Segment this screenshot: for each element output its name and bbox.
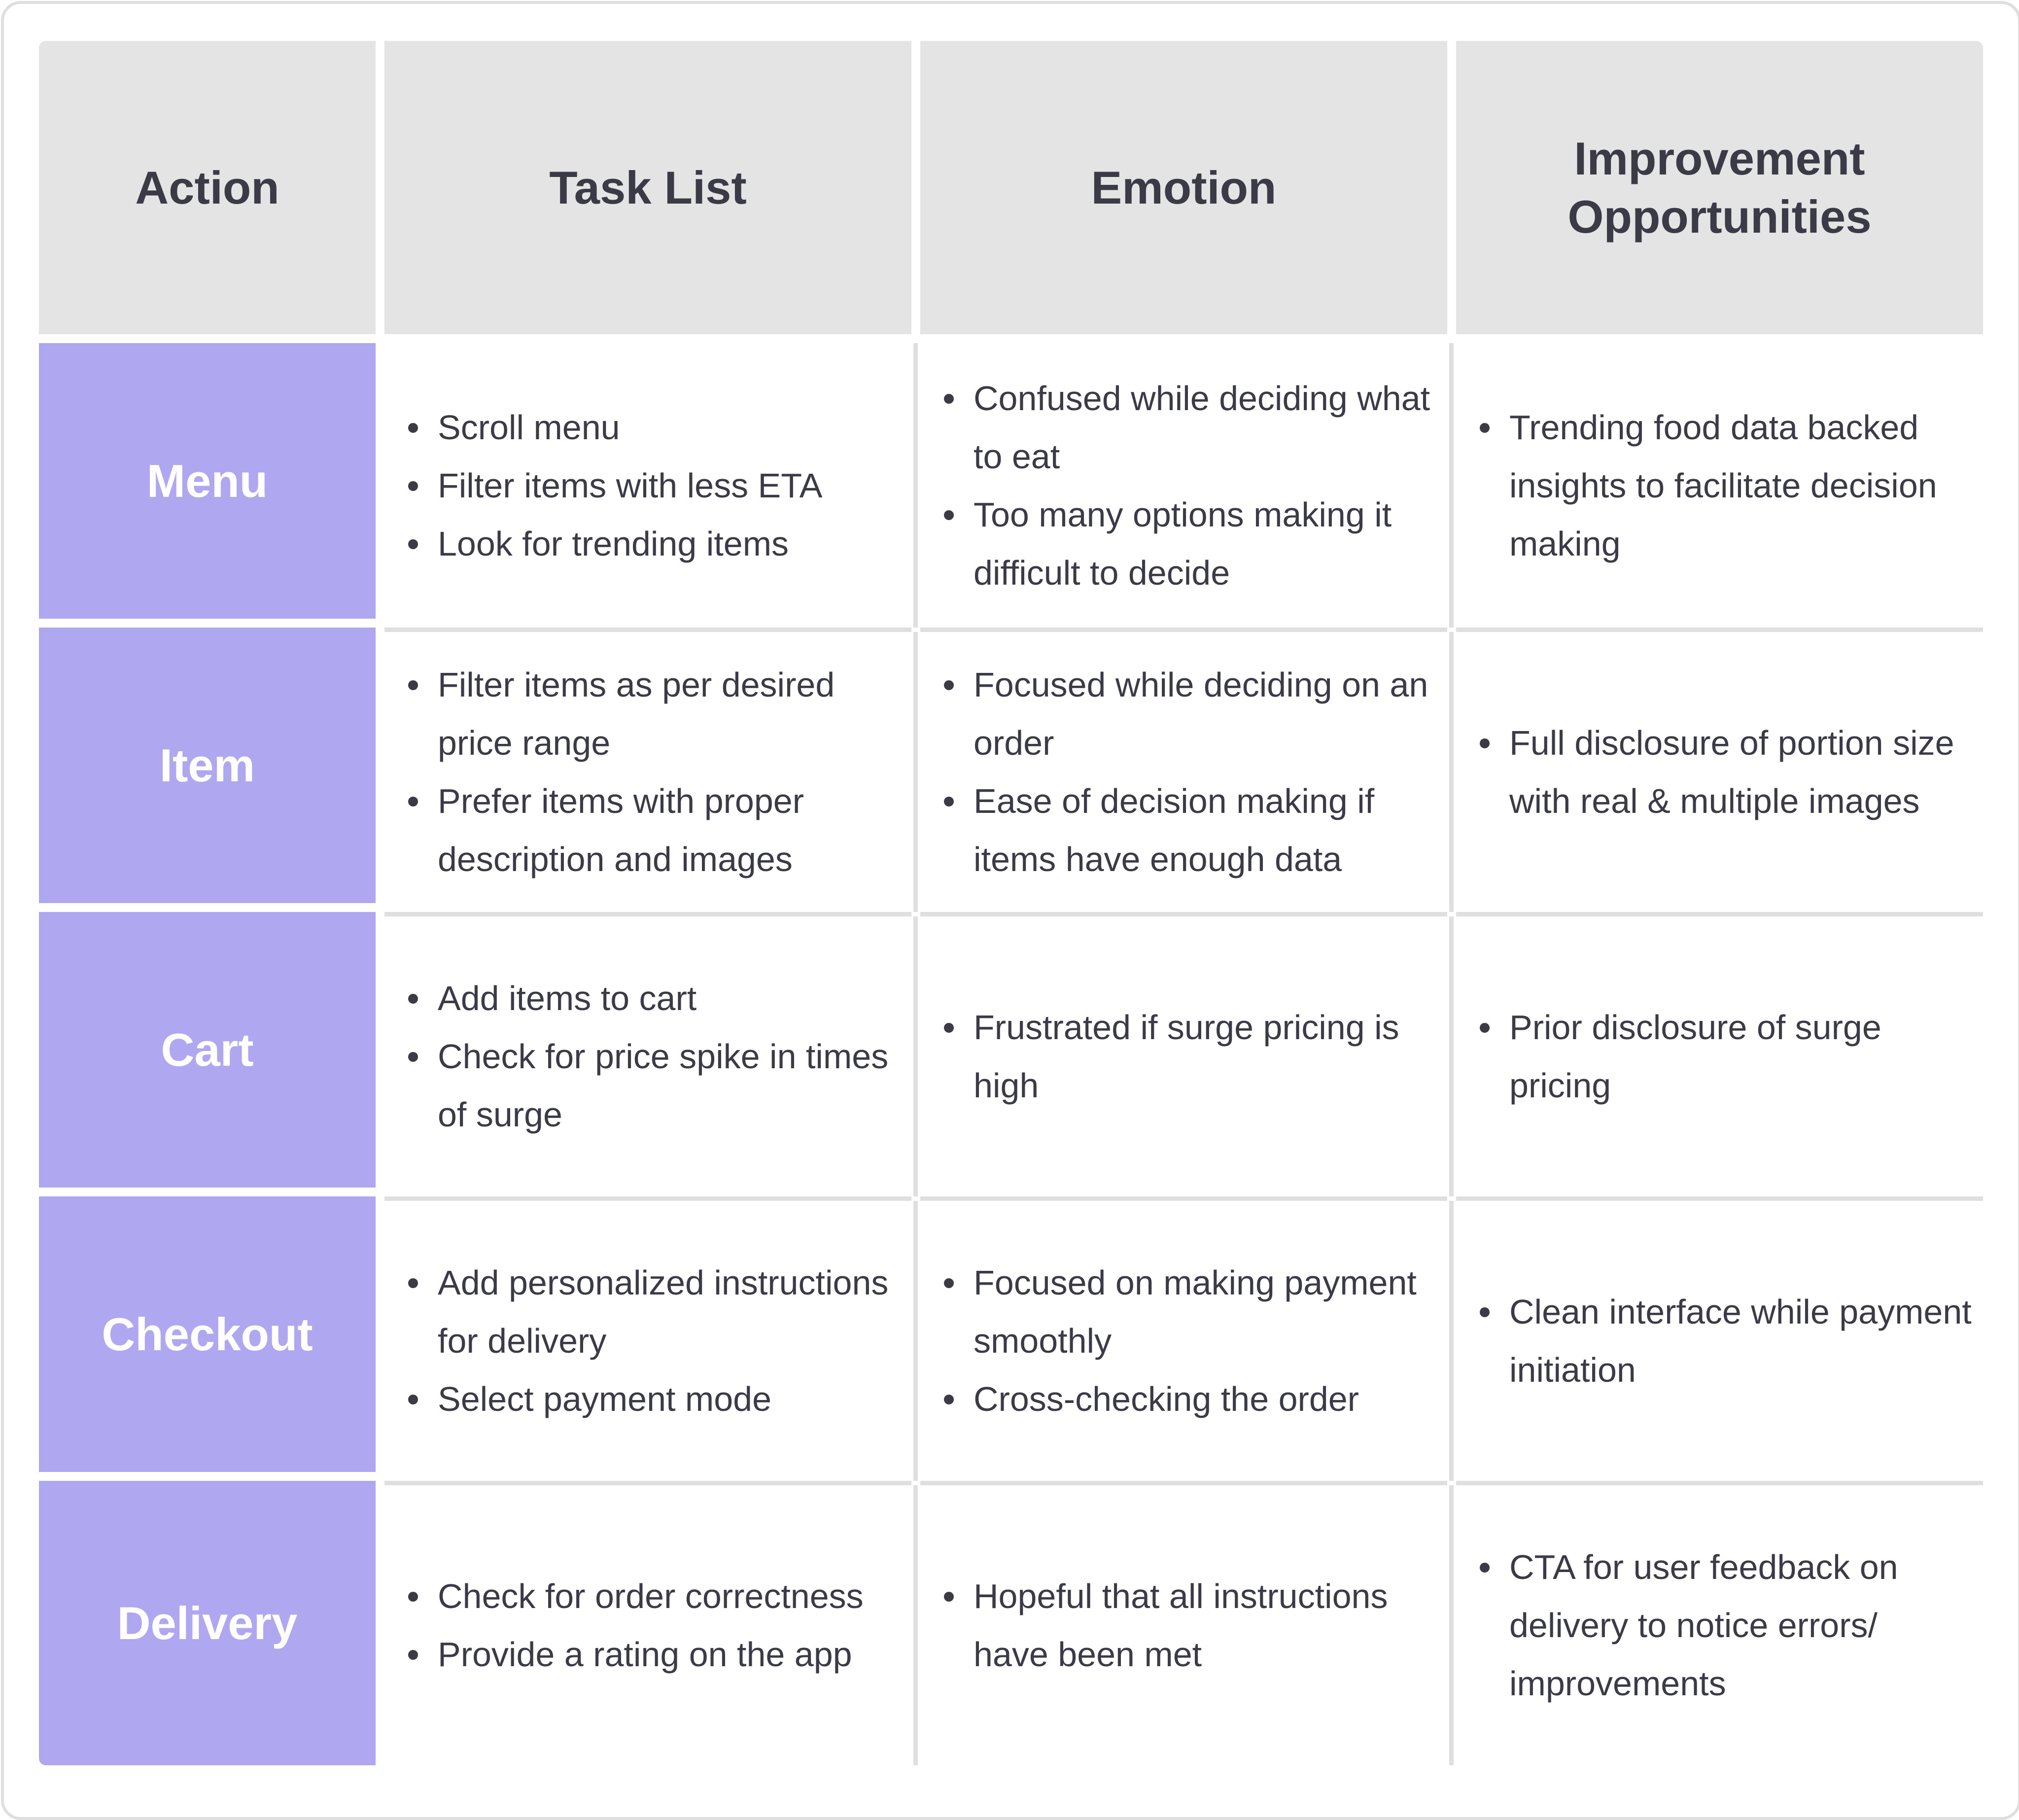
list-item: Check for order correctness [404,1567,864,1625]
action-cell-checkout: Checkout [39,1196,376,1472]
list-item: Ease of decision making if items have en… [940,772,1437,888]
list-item: Look for trending items [404,515,823,573]
task-list: Add personalized instructions for delive… [404,1254,902,1428]
header-action: Action [39,41,376,334]
list-item: Hopeful that all instructions have been … [940,1567,1437,1683]
list-item: Focused while deciding on an order [940,656,1437,772]
emotion-list: Focused while deciding on an order Ease … [940,656,1437,888]
emotion-cell: Focused on making payment smoothly Cross… [913,1196,1447,1481]
list-item: CTA for user feedback on delivery to not… [1476,1538,1973,1713]
header-emotion: Emotion [920,41,1447,334]
list-item: Confused while deciding what to eat [940,369,1437,486]
list-item: Trending food data backed insights to fa… [1476,398,1973,573]
improvement-cell: CTA for user feedback on delivery to not… [1449,1481,1983,1765]
task-list: Add items to cart Check for price spike … [404,969,902,1144]
task-list-cell: Add items to cart Check for price spike … [384,912,911,1196]
improvement-cell: Trending food data backed insights to fa… [1449,343,1983,628]
improvement-list: Prior disclosure of surge pricing [1476,998,1973,1115]
task-list-cell: Add personalized instructions for delive… [384,1196,911,1481]
improvement-list: Trending food data backed insights to fa… [1476,398,1973,573]
list-item: Filter items with less ETA [404,456,823,515]
task-list-cell: Scroll menu Filter items with less ETA L… [384,343,911,628]
list-item: Full disclosure of portion size with rea… [1476,714,1973,830]
header-improvement-opportunities: Improvement Opportunities [1456,41,1983,334]
emotion-cell: Confused while deciding what to eat Too … [913,343,1447,628]
improvement-cell: Full disclosure of portion size with rea… [1449,628,1983,912]
emotion-list: Hopeful that all instructions have been … [940,1567,1437,1683]
improvement-list: Full disclosure of portion size with rea… [1476,714,1973,830]
list-item: Clean interface while payment initiation [1476,1283,1973,1399]
list-item: Check for price spike in times of surge [404,1027,902,1144]
emotion-cell: Focused while deciding on an order Ease … [913,628,1447,912]
action-cell-delivery: Delivery [39,1481,376,1765]
improvement-cell: Clean interface while payment initiation [1449,1196,1983,1481]
list-item: Add items to cart [404,969,902,1027]
emotion-list: Frustrated if surge pricing is high [940,998,1437,1115]
list-item: Add personalized instructions for delive… [404,1254,902,1370]
list-item: Frustrated if surge pricing is high [940,998,1437,1115]
task-list: Scroll menu Filter items with less ETA L… [404,398,823,573]
emotion-cell: Hopeful that all instructions have been … [913,1481,1447,1765]
journey-table: Action Task List Emotion Improvement Opp… [39,41,1983,1771]
list-item: Filter items as per desired price range [404,656,902,772]
improvement-list: Clean interface while payment initiation [1476,1283,1973,1399]
task-list: Filter items as per desired price range … [404,656,902,888]
list-item: Prefer items with proper description and… [404,772,902,888]
list-item: Too many options making it difficult to … [940,486,1437,602]
task-list: Check for order correctness Provide a ra… [404,1567,864,1683]
emotion-list: Focused on making payment smoothly Cross… [940,1254,1437,1428]
action-cell-cart: Cart [39,912,376,1188]
action-cell-menu: Menu [39,343,376,619]
emotion-cell: Frustrated if surge pricing is high [913,912,1447,1196]
list-item: Select payment mode [404,1370,902,1428]
list-item: Focused on making payment smoothly [940,1254,1437,1370]
header-task-list: Task List [384,41,911,334]
emotion-list: Confused while deciding what to eat Too … [940,369,1437,602]
improvement-list: CTA for user feedback on delivery to not… [1476,1538,1973,1713]
list-item: Provide a rating on the app [404,1625,864,1683]
list-item: Scroll menu [404,398,823,456]
task-list-cell: Check for order correctness Provide a ra… [384,1481,911,1765]
list-item: Cross-checking the order [940,1370,1437,1428]
list-item: Prior disclosure of surge pricing [1476,998,1973,1115]
improvement-cell: Prior disclosure of surge pricing [1449,912,1983,1196]
action-cell-item: Item [39,628,376,903]
task-list-cell: Filter items as per desired price range … [384,628,911,912]
